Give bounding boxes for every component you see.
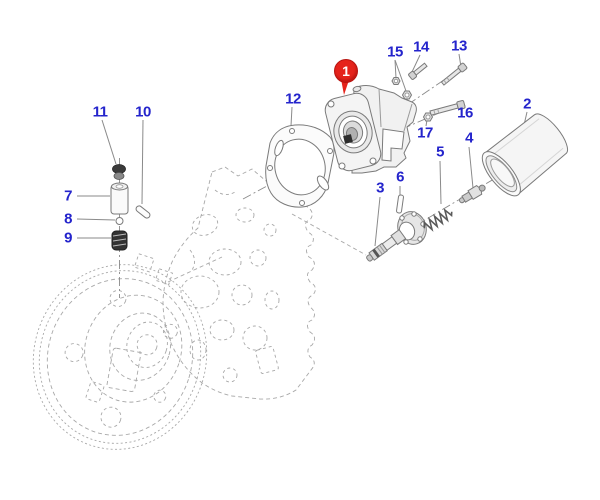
spring-5-drawing [423,207,453,232]
ball-8-drawing [115,217,124,225]
callout-9[interactable]: 9 [64,229,72,247]
callout-3[interactable]: 3 [376,179,384,197]
alignment-lines [167,213,367,283]
callout-14[interactable]: 14 [413,38,429,56]
callout-16[interactable]: 16 [457,104,473,122]
balloon-tail [341,79,349,95]
fitting-4-drawing [458,184,486,204]
callout-11[interactable]: 11 [92,103,108,121]
selected-item-balloon-1[interactable]: 1 [334,59,358,83]
drive-shaft-drawing [366,211,427,262]
callout-10[interactable]: 10 [135,103,151,121]
callout-8[interactable]: 8 [64,210,72,228]
callout-15[interactable]: 15 [387,43,403,61]
callout-13[interactable]: 13 [451,37,467,55]
callout-5[interactable]: 5 [436,143,444,161]
nut-15a-drawing [391,77,401,85]
plunger-7-drawing [110,182,129,215]
filter-canister-drawing [481,113,568,197]
leader-lines [76,53,528,247]
pump-body-drawing [324,85,417,174]
bolt-13-drawing [440,62,468,86]
pin-10-drawing [135,205,151,219]
cap-11-drawing [112,164,126,180]
bolt-14-drawing [408,62,428,80]
callout-6[interactable]: 6 [396,168,404,186]
callout-12[interactable]: 12 [285,90,301,108]
transmission-case-phantom-drawing [162,166,316,400]
callout-4[interactable]: 4 [465,129,473,147]
bolt-16-drawing [429,100,466,116]
pin-6-drawing [396,194,404,214]
callout-7[interactable]: 7 [64,187,72,205]
callout-2[interactable]: 2 [523,95,531,113]
callout-17[interactable]: 17 [417,124,433,142]
nut-17-drawing [422,112,434,122]
gasket-drawing [265,124,335,208]
spring-9-drawing [111,230,128,251]
flywheel-phantom-drawing [32,253,208,450]
nut-15b-drawing [401,90,413,100]
